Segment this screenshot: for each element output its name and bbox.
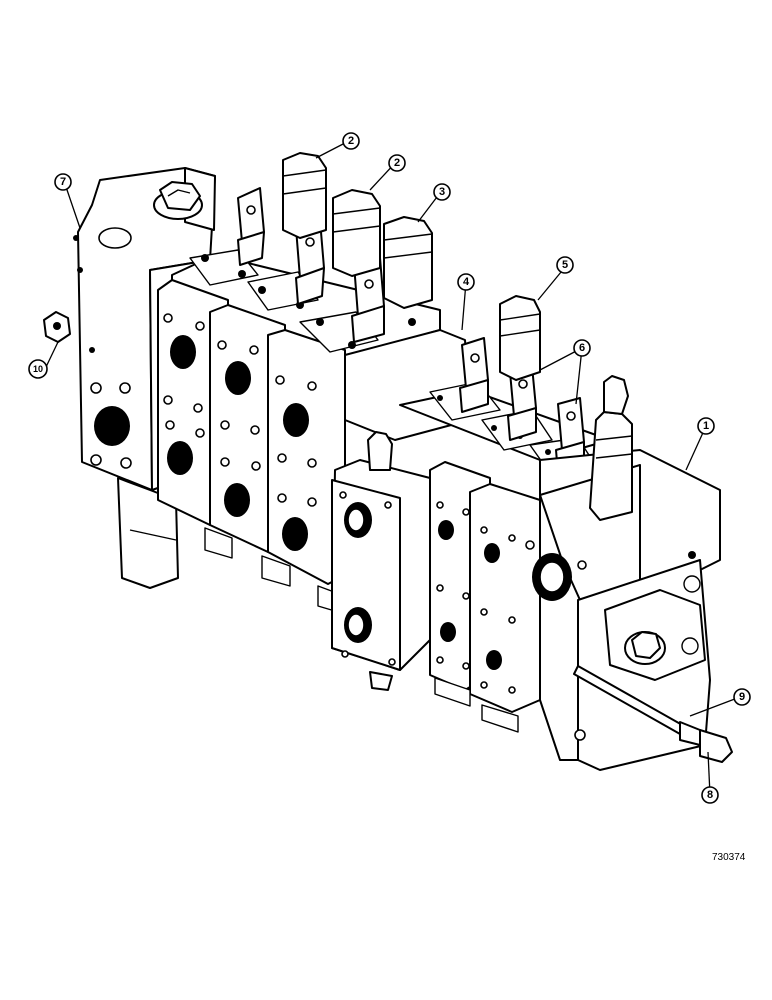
callout-1: 1 xyxy=(697,417,715,435)
inlet-end-cover xyxy=(73,167,216,589)
svg-text:3: 3 xyxy=(439,186,445,198)
svg-text:2: 2 xyxy=(394,157,400,169)
callout-10: 10 xyxy=(28,359,48,379)
svg-text:7: 7 xyxy=(60,176,66,188)
figure-id-label: 730374 xyxy=(712,852,746,863)
callout-2a: 2 xyxy=(342,132,360,150)
callout-6: 6 xyxy=(573,339,591,357)
hex-plug-caps xyxy=(282,152,433,309)
callout-5: 5 xyxy=(556,256,574,274)
loose-nut xyxy=(43,311,71,343)
callout-9: 9 xyxy=(733,688,751,706)
svg-text:1: 1 xyxy=(703,420,709,432)
svg-text:2: 2 xyxy=(348,135,354,147)
svg-text:9: 9 xyxy=(739,691,745,703)
svg-text:10: 10 xyxy=(33,364,43,374)
outlet-end-cover xyxy=(525,375,721,771)
svg-text:5: 5 xyxy=(562,259,568,271)
callout-8: 8 xyxy=(701,786,719,804)
leader-lines xyxy=(45,142,741,796)
svg-text:8: 8 xyxy=(707,789,713,801)
callout-7: 7 xyxy=(54,173,72,191)
callout-4: 4 xyxy=(457,273,475,291)
svg-text:6: 6 xyxy=(579,342,585,354)
callout-2b: 2 xyxy=(388,154,406,172)
svg-text:4: 4 xyxy=(463,276,470,288)
callout-3: 3 xyxy=(433,183,451,201)
